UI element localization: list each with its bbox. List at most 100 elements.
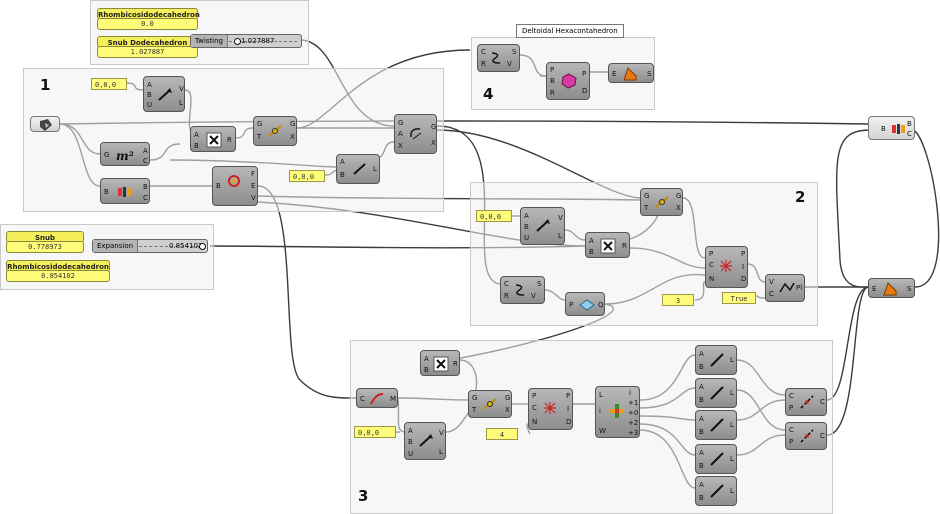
multiply-a[interactable]: A B R	[190, 126, 236, 152]
pin-g[interactable]: G	[257, 120, 263, 128]
vector-2pt-c[interactable]: A B U V L	[520, 207, 565, 245]
curve-closest-c2[interactable]: C P C	[785, 422, 827, 450]
pin-r[interactable]: R	[622, 242, 627, 250]
pin-i[interactable]: I	[567, 405, 570, 413]
amplitude-a[interactable]: G T G X	[253, 116, 297, 146]
pin-g[interactable]: G	[644, 192, 650, 200]
pin-p[interactable]: P	[789, 404, 794, 412]
pin-b[interactable]: B	[589, 248, 594, 256]
pin-c[interactable]: C	[769, 290, 774, 298]
pin-p[interactable]: P	[550, 66, 555, 74]
pin-a[interactable]: A	[699, 383, 704, 391]
deconstruct-brep-b[interactable]: B B C	[868, 116, 915, 140]
pin-c[interactable]: C	[789, 392, 794, 400]
pin-g[interactable]: G	[104, 151, 110, 159]
point-panel-c[interactable]: 0,0,0	[476, 210, 512, 222]
pin-i[interactable]: i	[629, 389, 631, 397]
pin-v[interactable]: V	[179, 85, 184, 93]
plane-b[interactable]: P Q	[565, 292, 605, 316]
pin-m[interactable]: M	[390, 395, 397, 403]
pin-x[interactable]: X	[431, 139, 436, 147]
pin-t[interactable]: T	[644, 204, 649, 212]
mesh-solid-a[interactable]: P B R P D	[546, 62, 590, 100]
multiply-b[interactable]: A B R	[585, 232, 630, 258]
twisting-slider-knob[interactable]	[234, 38, 241, 45]
pin-c[interactable]: C	[481, 48, 486, 56]
pin-c[interactable]: C	[504, 280, 509, 288]
pin-a[interactable]: A	[699, 481, 704, 489]
pin-b[interactable]: B	[907, 120, 912, 128]
pin-a[interactable]: A	[408, 427, 413, 435]
list-item-c[interactable]: L i W i +1 +0 +2 +3	[595, 386, 640, 438]
pin-v[interactable]: V	[507, 60, 512, 68]
pin-b[interactable]: B	[143, 183, 148, 191]
pin-u[interactable]: U	[524, 234, 530, 242]
pin-v[interactable]: V	[251, 194, 256, 202]
number-panel-4[interactable]: 4	[486, 428, 518, 440]
pin-c[interactable]: C	[532, 404, 537, 412]
divide-b[interactable]: P C N P I D	[705, 246, 748, 288]
pin-r[interactable]: R	[550, 89, 555, 97]
pin-x[interactable]: X	[290, 133, 295, 141]
pin-x[interactable]: X	[676, 204, 681, 212]
pin-i[interactable]: i	[599, 407, 601, 415]
divide-c[interactable]: P C N P I D	[528, 388, 573, 430]
pin-p[interactable]: P	[709, 250, 714, 258]
pin-v[interactable]: V	[439, 429, 444, 437]
construct-solid-a[interactable]: C R S V	[477, 44, 520, 72]
deconstruct-brep-a[interactable]: B B C	[100, 178, 150, 204]
pin-i[interactable]: I	[742, 263, 745, 271]
amplitude-b[interactable]: G T G X	[640, 188, 683, 216]
curve-middle[interactable]: C M	[356, 388, 398, 408]
pin-l[interactable]: L	[730, 487, 734, 495]
pin-c[interactable]: C	[907, 130, 912, 138]
pin-v[interactable]: V	[769, 278, 774, 286]
pin-b[interactable]: B	[216, 182, 221, 190]
pin-a[interactable]: A	[699, 449, 704, 457]
deconstruct-plane-a[interactable]: B F E V	[212, 166, 258, 206]
pin-b[interactable]: B	[550, 77, 555, 85]
boolean-panel-true[interactable]: True	[722, 292, 756, 304]
pin-c[interactable]: C	[789, 426, 794, 434]
rotate-axis[interactable]: G A X G X	[394, 114, 437, 154]
pin-u[interactable]: U	[147, 101, 153, 109]
pin-g[interactable]: G	[398, 119, 404, 127]
pin-d[interactable]: D	[741, 275, 747, 283]
pin-b[interactable]: B	[699, 363, 704, 371]
brep-param[interactable]	[30, 116, 60, 132]
pin-g[interactable]: G	[505, 394, 511, 402]
amplitude-c[interactable]: G T G X	[468, 390, 512, 418]
pin-r[interactable]: R	[504, 292, 509, 300]
pin-v[interactable]: V	[558, 214, 563, 222]
pin-b[interactable]: B	[424, 366, 429, 374]
pin-l[interactable]: L	[599, 391, 603, 399]
pin-l[interactable]: L	[373, 165, 377, 173]
point-panel-d[interactable]: 0,0,0	[354, 426, 396, 438]
number-panel-3[interactable]: 3	[662, 294, 694, 306]
polyline-b[interactable]: V C Pl	[765, 274, 805, 302]
pin-g[interactable]: G	[431, 123, 437, 131]
snub-panel-value[interactable]: 1.027887	[97, 46, 198, 58]
pin-plus0[interactable]: +0	[628, 409, 639, 417]
pin-c[interactable]: C	[360, 395, 365, 403]
pin-a[interactable]: A	[699, 350, 704, 358]
pin-pl[interactable]: Pl	[796, 284, 803, 292]
pin-u[interactable]: U	[408, 450, 414, 458]
pin-a[interactable]: A	[340, 158, 345, 166]
pin-l[interactable]: L	[730, 455, 734, 463]
pin-r[interactable]: R	[227, 136, 232, 144]
vector-2pt-b[interactable]: A B L	[336, 154, 380, 184]
pin-n[interactable]: N	[532, 418, 538, 426]
pin-b[interactable]: B	[408, 438, 413, 446]
point-panel-a[interactable]: 0,0,0	[91, 78, 127, 90]
pin-e[interactable]: E	[251, 182, 256, 190]
brep-edges-a[interactable]: E S	[608, 63, 654, 83]
pin-a[interactable]: A	[143, 147, 148, 155]
pin-c[interactable]: C	[143, 194, 148, 202]
pin-r[interactable]: R	[453, 360, 458, 368]
line-c1[interactable]: A B L	[695, 345, 737, 375]
pin-b[interactable]: B	[194, 142, 199, 150]
pin-b[interactable]: B	[147, 91, 152, 99]
pin-b[interactable]: B	[699, 494, 704, 502]
pin-p[interactable]: P	[532, 392, 537, 400]
